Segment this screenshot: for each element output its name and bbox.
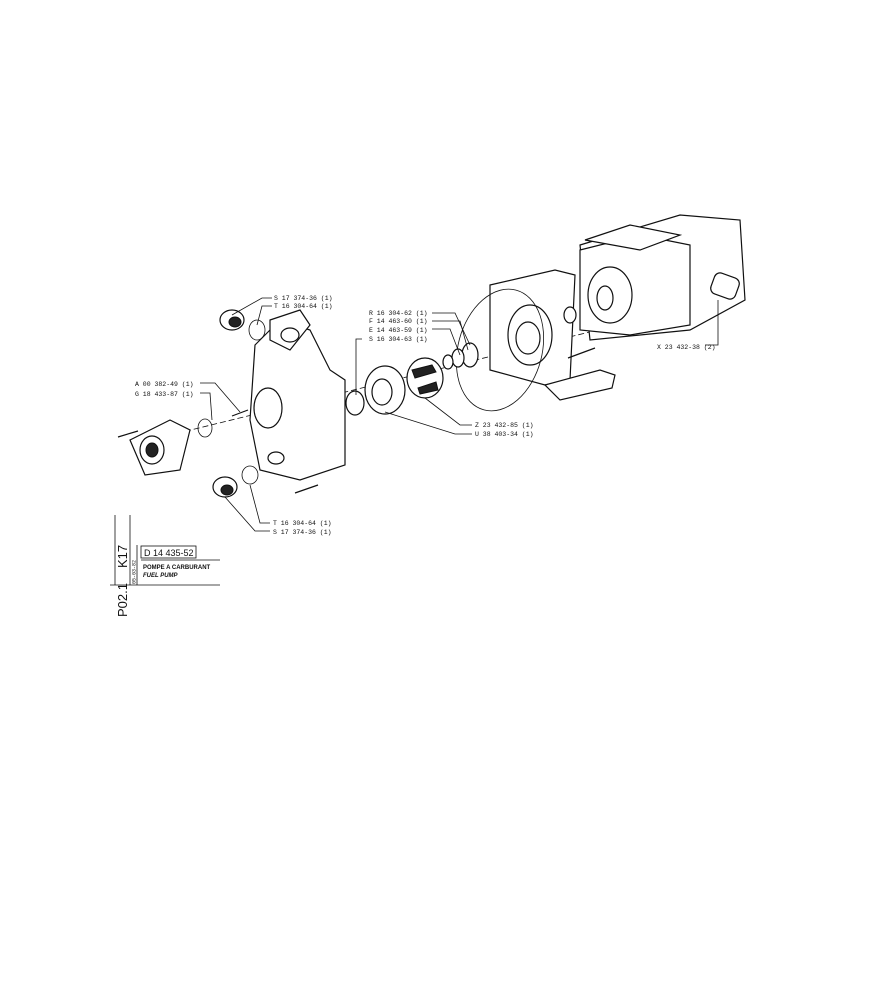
callout-label: Z 23 432-85 (1) [475,422,534,429]
callout-label: X 23 432-38 (2) [657,344,716,351]
callout-label: A 00 382-49 (1) [135,381,194,388]
inlet-flange [129,419,191,476]
inlet-o-ring [197,418,213,438]
callout-label: S 17 374-36 (1) [273,529,332,536]
leader-lines [200,297,719,532]
section-code: K17 [115,545,130,568]
callout-label: S 17 374-36 (1) [274,295,333,302]
pump-body [249,309,346,481]
part-number: D 14 435-52 [144,548,194,558]
electric-motor [579,214,746,341]
drain-plug-bottom [212,476,238,498]
gasket [455,288,545,412]
impeller [406,357,444,399]
mounting-flange [489,269,616,401]
wear-plate [364,365,406,415]
title-french: POMPE A CARBURANT [143,565,211,571]
title-block-frame [110,515,220,586]
callout-label: G 18 433-87 (1) [135,391,194,398]
callout-label: S 16 304-63 (1) [369,336,428,343]
seal-parts [442,306,577,370]
date: 05-03-82 [132,560,138,584]
callout-label: T 16 304-64 (1) [274,303,333,310]
bolts [117,347,596,494]
callout-label: F 14 463-60 (1) [369,318,428,325]
callout-label: R 16 304-62 (1) [369,310,428,317]
plug-seal-bottom [241,465,259,485]
callout-label: E 14 463-59 (1) [369,327,428,334]
drain-plug-top [219,309,245,331]
plug-seal-top [248,319,266,341]
page-code-text: P02.1 [115,583,130,617]
title-english: FUEL PUMP [143,573,179,579]
callout-label: T 16 304-64 (1) [273,520,332,527]
o-ring [345,390,365,416]
callout-label: U 38 403-34 (1) [475,431,534,438]
